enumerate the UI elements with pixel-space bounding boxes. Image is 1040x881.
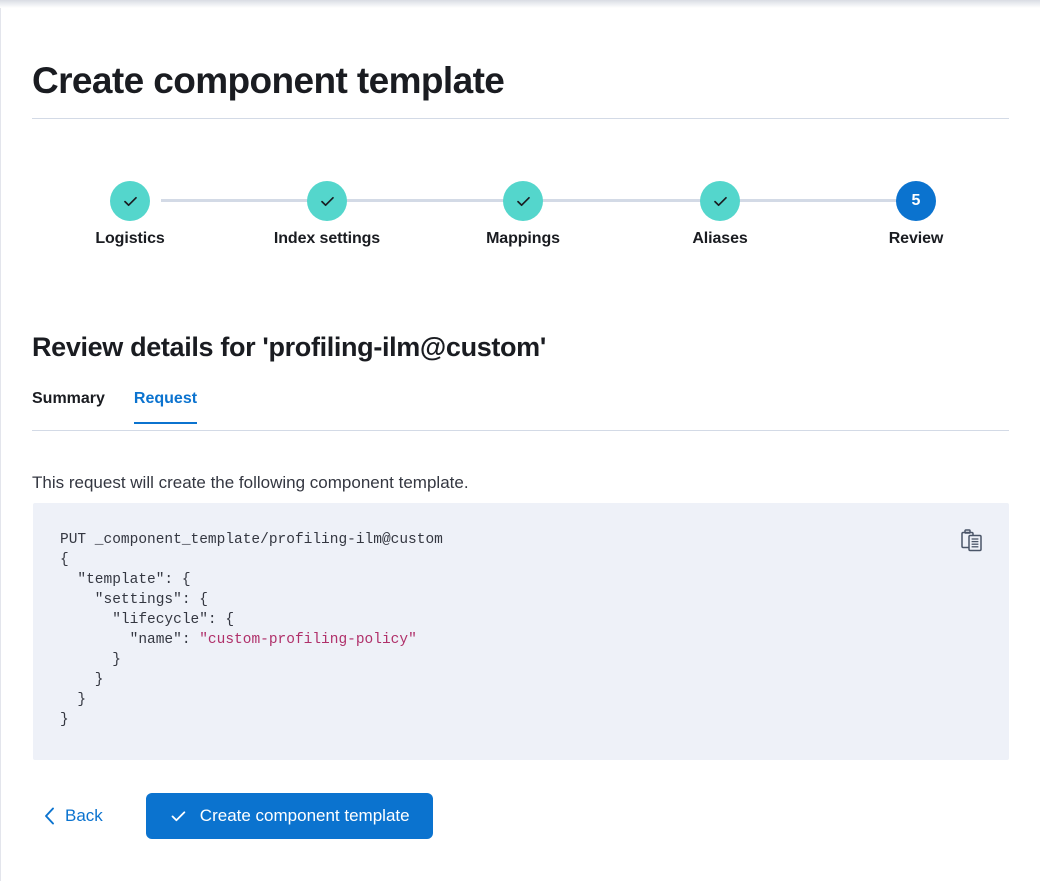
step-indicator-index-settings (307, 181, 347, 221)
page-root: Create component template Logistics Inde… (0, 8, 1040, 881)
step-indicator-aliases (700, 181, 740, 221)
code-line-9: } (60, 712, 69, 728)
code-line-8: } (60, 692, 87, 708)
stepper-step-review[interactable]: 5 Review (816, 173, 1016, 248)
step-indicator-mappings (503, 181, 543, 221)
request-description: This request will create the following c… (32, 473, 469, 492)
code-line-1: { (60, 552, 69, 568)
tab-request[interactable]: Request (133, 389, 198, 424)
stepper-step-aliases[interactable]: Aliases (620, 173, 820, 248)
create-component-template-button[interactable]: Create component template (145, 793, 433, 839)
step-label-mappings: Mappings (486, 230, 560, 247)
tab-summary[interactable]: Summary (32, 389, 105, 424)
check-icon (123, 196, 137, 206)
code-string-value: "custom-profiling-policy" (199, 632, 417, 648)
back-button-label: Back (65, 806, 103, 825)
header-divider (32, 118, 1009, 119)
stepper-connector-3 (554, 199, 720, 202)
stepper-step-mappings[interactable]: Mappings (423, 173, 623, 248)
step-indicator-logistics (110, 181, 150, 221)
code-line-3: "settings": { (60, 592, 208, 608)
check-icon (713, 196, 727, 206)
wizard-stepper: Logistics Index settings Mappings (32, 173, 1009, 268)
code-method-line: PUT _component_template/profiling-ilm@cu… (60, 532, 443, 548)
code-line-2: "template": { (60, 572, 191, 588)
stepper-connector-1 (161, 199, 358, 202)
stepper-step-index-settings[interactable]: Index settings (227, 173, 427, 248)
check-icon (320, 196, 334, 206)
wizard-actions: Back Create component template (32, 793, 433, 839)
code-line-5: "name": (60, 632, 200, 648)
code-line-4: "lifecycle": { (60, 612, 235, 628)
stepper-connector-4 (720, 199, 916, 202)
step-label-logistics: Logistics (95, 230, 165, 247)
copy-clipboard-icon (961, 529, 982, 552)
review-tabs: Summary Request (32, 389, 1009, 431)
code-line-7: } (60, 672, 104, 688)
back-button[interactable]: Back (32, 793, 117, 839)
check-icon (516, 196, 530, 206)
code-line-6: } (60, 652, 121, 668)
step-indicator-review: 5 (896, 181, 936, 221)
step-label-index-settings: Index settings (273, 230, 381, 247)
copy-request-button[interactable] (958, 526, 986, 556)
window-top-band (0, 0, 1040, 8)
request-code-panel: PUT _component_template/profiling-ilm@cu… (33, 503, 1009, 760)
stepper-step-logistics[interactable]: Logistics (30, 173, 230, 248)
step-label-aliases: Aliases (692, 230, 748, 247)
request-code-body: PUT _component_template/profiling-ilm@cu… (60, 530, 443, 730)
chevron-left-icon (45, 807, 54, 825)
step-label-review: Review (888, 230, 944, 247)
review-heading: Review details for 'profiling-ilm@custom… (32, 332, 546, 363)
step-number-review: 5 (911, 192, 921, 209)
page-title: Create component template (32, 59, 505, 101)
check-icon (171, 810, 186, 821)
stepper-connector-2 (358, 199, 554, 202)
create-button-label: Create component template (199, 806, 410, 825)
